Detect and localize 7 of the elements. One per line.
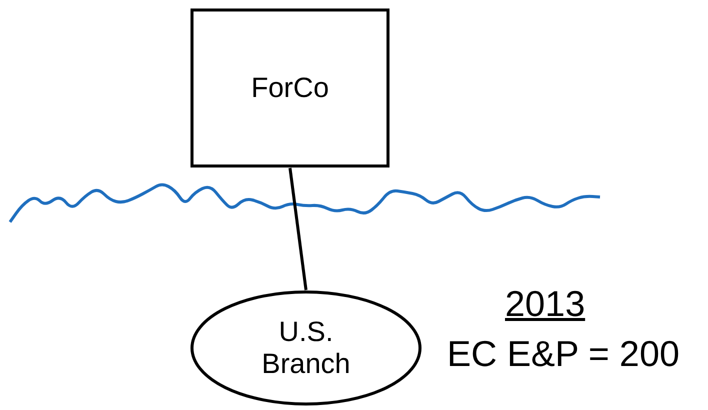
year-heading: 2013	[505, 283, 586, 325]
ellipse-node	[190, 290, 422, 406]
node-label: ForCo	[251, 72, 329, 104]
note-text: EC E&P = 200	[447, 333, 680, 375]
node-label: U.S. Branch	[260, 316, 352, 380]
entity-box	[190, 8, 390, 168]
connector-line	[288, 168, 308, 290]
